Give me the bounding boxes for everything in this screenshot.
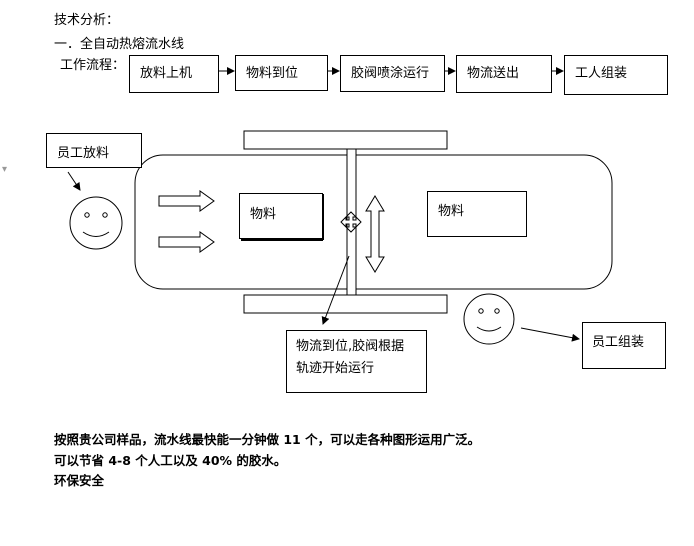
- bottom-rail: [243, 294, 448, 314]
- step-material-in-place: 物料到位: [235, 55, 328, 91]
- pointer-arrow-callout: [321, 255, 350, 325]
- pointer-arrow-assemble: [520, 327, 580, 342]
- svg-text:▾: ▾: [2, 164, 7, 175]
- cross-move-icon: [340, 211, 362, 233]
- worker-face-2-icon: [463, 293, 515, 345]
- callout-box: 物流到位,胶阀根据 轨迹开始运行: [286, 330, 427, 393]
- worker-assemble-box: 员工组装: [582, 322, 666, 369]
- step-glue-spray: 胶阀喷涂运行: [340, 55, 445, 92]
- step-load-material-label: 放料上机: [140, 66, 193, 81]
- callout-line-2: 轨迹开始运行: [296, 361, 375, 376]
- step-send-out-label: 物流送出: [467, 66, 520, 81]
- worker-load-label: 员工放料: [57, 146, 110, 161]
- step-material-in-place-label: 物料到位: [246, 66, 299, 81]
- pointer-arrow-load: [67, 171, 81, 191]
- feed-arrow-2-icon: [158, 231, 215, 253]
- material-box-1: 物料: [239, 193, 323, 239]
- step-send-out: 物流送出: [456, 55, 552, 93]
- step-worker-assembly: 工人组装: [564, 55, 668, 95]
- worker-load-box: 员工放料: [46, 133, 142, 168]
- step-glue-spray-label: 胶阀喷涂运行: [351, 66, 430, 81]
- material-label-1: 物料: [250, 207, 277, 222]
- feed-arrow-1-icon: [158, 190, 215, 212]
- material-box-2: 物料: [427, 191, 527, 237]
- note-line-1: 按照贵公司样品，流水线最快能一分钟做 11 个，可以走各种图形运用广泛。: [54, 432, 481, 447]
- step-load-material: 放料上机: [129, 55, 219, 93]
- step-worker-assembly-label: 工人组装: [575, 66, 628, 81]
- material-label-2: 物料: [438, 204, 465, 219]
- workflow-label: 工作流程：: [60, 58, 126, 73]
- line-subtitle: 一．全自动热熔流水线: [54, 37, 185, 52]
- note-line-3: 环保安全: [54, 473, 105, 488]
- top-rail: [243, 130, 448, 150]
- vertical-double-arrow-icon: [365, 195, 385, 273]
- analysis-title: 技术分析：: [54, 13, 120, 28]
- worker-assemble-label: 员工组装: [592, 335, 645, 350]
- worker-face-1-icon: [69, 196, 123, 250]
- note-line-2: 可以节省 4-8 个人工以及 40% 的胶水。: [54, 453, 287, 468]
- callout-line-1: 物流到位,胶阀根据: [296, 339, 405, 354]
